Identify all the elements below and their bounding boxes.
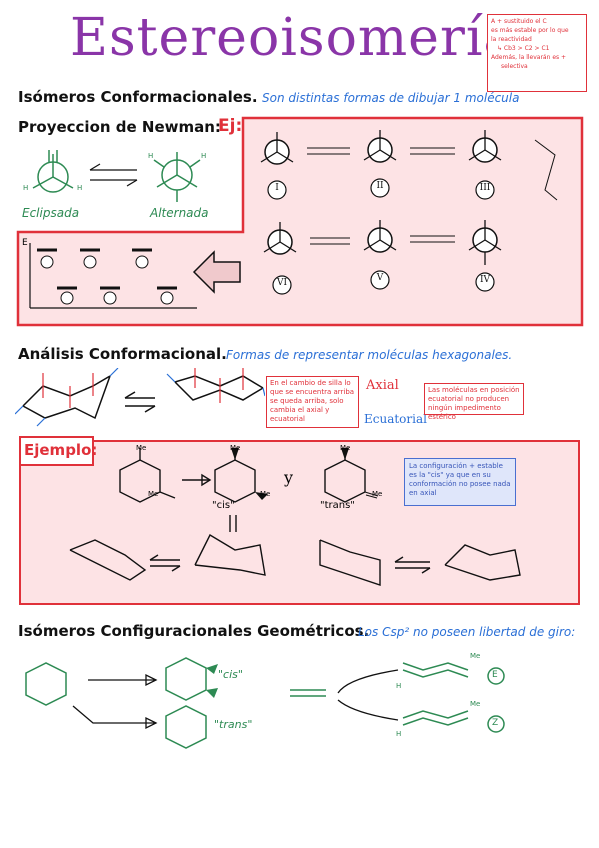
big-left-arrow [192, 250, 241, 294]
h-label: H [396, 682, 402, 690]
me-label: Me [470, 700, 481, 708]
me-label: Me [148, 490, 159, 498]
chair-interconversion [15, 368, 265, 427]
section-analysis-heading: Análisis Conformacional. [18, 345, 227, 363]
atom-label: H [77, 184, 82, 192]
me-label: Me [372, 490, 383, 498]
me-label: Me [230, 444, 241, 452]
roman-IV: IV [479, 275, 491, 285]
stability-note: La configuración + estable es la "cis" y… [404, 458, 516, 506]
newman-heading: Proyeccion de Newman: [18, 118, 221, 136]
staggered-newman [153, 152, 201, 202]
roman-I: I [275, 183, 279, 193]
section-analysis-subtitle: Formas de representar moléculas hexagona… [226, 348, 513, 362]
section-conformational-heading: Isómeros Conformacionales. [18, 88, 258, 106]
e-isomer-label: E [492, 670, 498, 680]
equatorial-label: Ecuatorial [364, 412, 427, 426]
corner-note-line: ↳ Cb3 > C2 > C1 [497, 45, 550, 52]
equilibrium-arrows [307, 139, 558, 245]
ej-label: Ej: [218, 116, 243, 136]
energy-diagram [29, 243, 197, 309]
eclipsed-newman [32, 150, 74, 193]
newman-rotation-series [260, 130, 558, 295]
atom-label: H [201, 152, 206, 160]
eclipsed-label: Eclipsada [22, 206, 80, 220]
equilibrium-arrow [89, 163, 138, 187]
corner-note-line: es más estable por lo que [491, 27, 569, 34]
corner-note-line: selectiva [501, 63, 528, 70]
roman-III: III [479, 183, 491, 193]
section-geometric-subtitle: Los Csp² no poseen libertad de giro: [358, 625, 576, 639]
staggered-label: Alternada [150, 206, 209, 220]
geometric-cis-label: "cis" [218, 668, 243, 681]
me-label: Me [260, 490, 271, 498]
section-conformational-subtitle: Son distintas formas de dibujar 1 molécu… [262, 91, 520, 105]
cis-label: "cis" [212, 500, 235, 511]
me-label: Me [136, 444, 147, 452]
me-label: Me [470, 652, 481, 660]
geometric-trans-label: "trans" [214, 718, 253, 731]
roman-II: II [376, 181, 384, 191]
me-label: Me [340, 444, 351, 452]
axial-label: Axial [366, 378, 399, 393]
z-isomer-label: Z [492, 718, 499, 728]
roman-V: V [376, 273, 384, 283]
chair-flip-note: En el cambio de silla lo que se encuentr… [266, 376, 359, 428]
example-diagram [69, 448, 521, 586]
h-label: H [396, 730, 402, 738]
corner-note-line: Además, la llevarán es + [491, 54, 567, 61]
example-heading: Ejemplo: [24, 441, 98, 459]
and-label: y [284, 468, 294, 487]
trans-label: "trans" [320, 500, 355, 511]
section-geometric-heading: Isómeros Configuracionales Geométricos. [18, 622, 370, 640]
roman-VI: VI [276, 278, 288, 288]
newman-basic-diagram: H H H H [23, 150, 206, 202]
corner-note-line: A + sustituido el C [491, 18, 547, 25]
corner-note: A + sustituido el C es más estable por l… [487, 14, 587, 92]
example-tab [19, 436, 94, 466]
geometric-isomers-diagram [25, 657, 505, 749]
energy-axis-label: E [22, 238, 28, 248]
page-title: Estereoisomería [70, 8, 516, 68]
atom-label: H [148, 152, 153, 160]
atom-label: H [23, 184, 28, 192]
corner-note-line: la reactividad [491, 36, 532, 43]
equatorial-note: Las moléculas en posición ecuatorial no … [424, 383, 524, 421]
